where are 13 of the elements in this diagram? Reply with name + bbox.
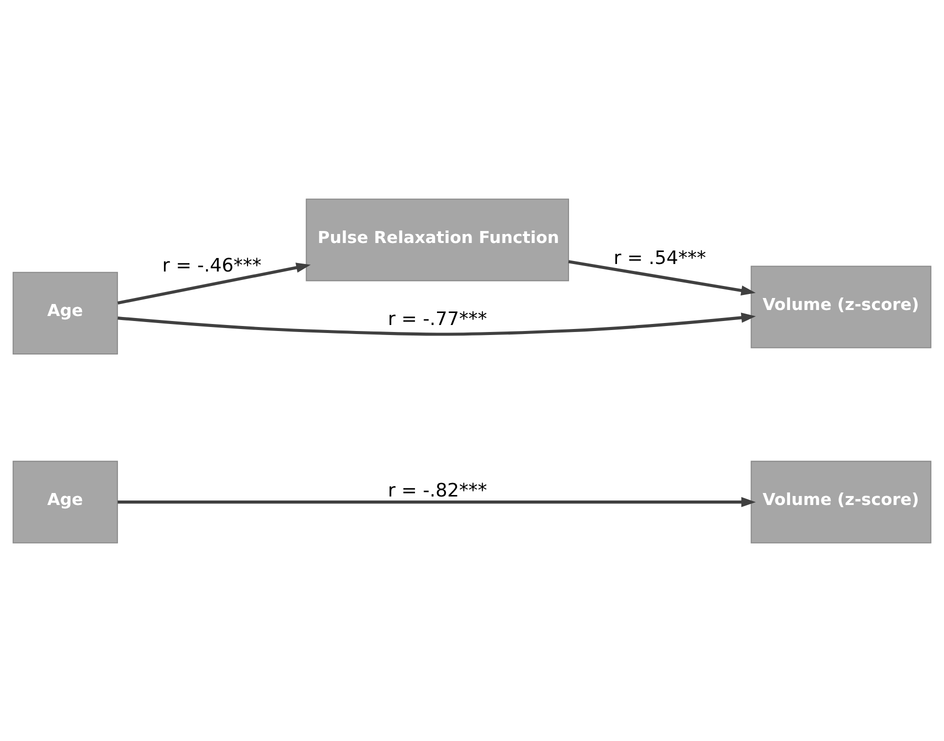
edge-label: r = .54*** xyxy=(614,248,706,269)
node-box: Pulse Relaxation Function xyxy=(306,198,570,281)
arrow xyxy=(568,260,756,296)
arrow xyxy=(117,262,311,304)
node-box: Volume (z-score) xyxy=(750,265,932,348)
node-box: Age xyxy=(12,460,118,543)
arrow xyxy=(118,312,756,336)
arrow xyxy=(118,496,756,507)
edge-label: r = -.46*** xyxy=(162,254,262,276)
edge-label: r = -.82*** xyxy=(388,480,487,501)
edge-label: r = -.77*** xyxy=(388,308,487,330)
node-box: Volume (z-score) xyxy=(750,460,932,543)
node-box: Age xyxy=(12,271,118,354)
